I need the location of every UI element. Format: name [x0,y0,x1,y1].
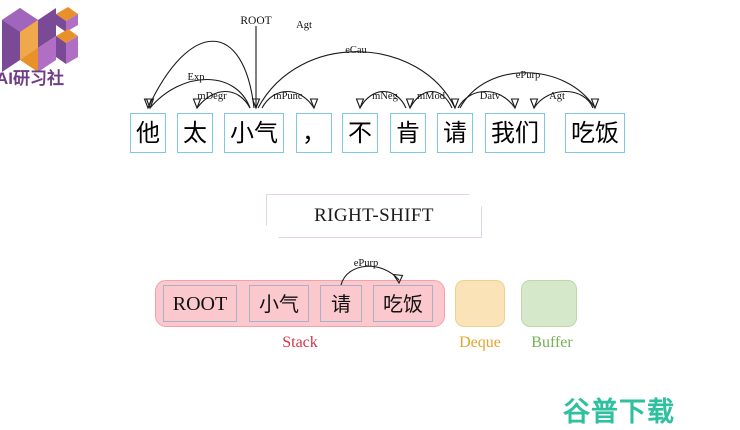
stack-arc [340,265,404,286]
arc-label-agt-2: Agt [549,91,565,102]
watermark-text: 谷普下载 [563,397,675,428]
stack-item[interactable]: 吃饭 [373,285,433,322]
stack-item[interactable]: ROOT [163,285,237,322]
stack-caption: Stack [282,334,318,351]
ai-isometric-logo-icon [2,7,78,72]
stack-item[interactable]: 小气 [249,285,309,322]
arc-label-root: ROOT [240,15,272,27]
arc-label-mpunc: mPunc [273,91,303,102]
arc-label-mmod: mMod [416,91,446,102]
sentence-token[interactable]: 吃饭 [565,113,625,153]
action-box[interactable]: RIGHT-SHIFT [266,194,482,238]
action-label: RIGHT-SHIFT [314,205,434,226]
arc-label-mneg: mNeg [372,91,398,102]
sentence-token[interactable]: ， [296,113,332,153]
arc-label-epurp: ePurp [515,70,541,81]
arc-label-datv: Datv [479,91,501,102]
sentence-token[interactable]: 我们 [485,113,545,153]
sentence-token[interactable]: 太 [177,113,213,153]
deque-container [455,280,505,327]
sentence-token[interactable]: 请 [437,113,473,153]
stack-arc-label-epurp: ePurp [353,258,379,269]
arc-label-ecau: eCau [345,45,367,56]
sentence-token[interactable]: 小气 [224,113,284,153]
buffer-container [521,280,577,327]
arc-label-agt-1: Agt [296,20,312,31]
sentence-token[interactable]: 肯 [390,113,426,153]
brand-logo: AI研习社 [0,2,78,90]
arc-label-mdegr: mDegr [197,91,227,102]
sentence-token[interactable]: 他 [130,113,166,153]
dependency-arcs [143,26,600,110]
buffer-caption: Buffer [531,334,573,351]
stack-item[interactable]: 请 [320,285,362,322]
brand-logo-text: AI研习社 [0,69,64,88]
arc-label-exp: Exp [187,72,205,83]
sentence-token[interactable]: 不 [342,113,378,153]
action-box-shape: RIGHT-SHIFT [266,194,482,238]
deque-caption: Deque [459,334,501,351]
